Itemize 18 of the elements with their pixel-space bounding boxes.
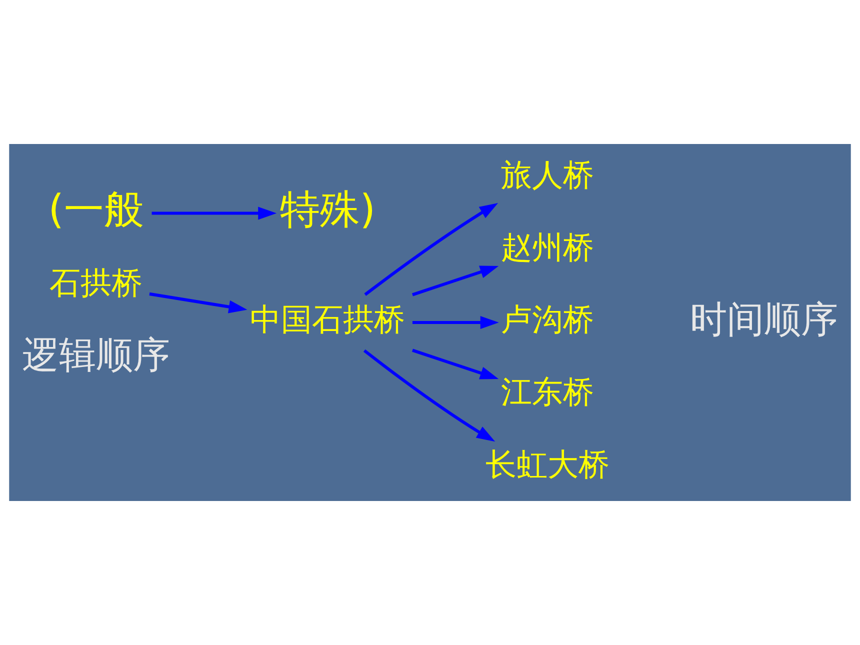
arrow — [152, 206, 277, 220]
arrow — [412, 348, 499, 380]
node-text: 特殊) — [280, 186, 376, 233]
node-text: 卢沟桥 — [501, 302, 594, 338]
label: 逻辑顺序 — [22, 333, 170, 376]
node-text: 江东桥 — [501, 374, 594, 411]
arrow — [364, 203, 498, 296]
node-text: 石拱桥 — [50, 265, 143, 302]
node-text: 赵州桥 — [501, 230, 594, 266]
arrow — [412, 266, 499, 296]
arrow — [363, 349, 496, 442]
arrow — [149, 292, 248, 314]
node-text: (一般 — [48, 186, 144, 233]
arrow — [412, 316, 499, 329]
node-text: 长虹大桥 — [486, 446, 610, 483]
node-text: 中国石拱桥 — [250, 302, 406, 338]
label: 时间顺序 — [690, 298, 838, 342]
node-text: 旅人桥 — [501, 158, 594, 194]
